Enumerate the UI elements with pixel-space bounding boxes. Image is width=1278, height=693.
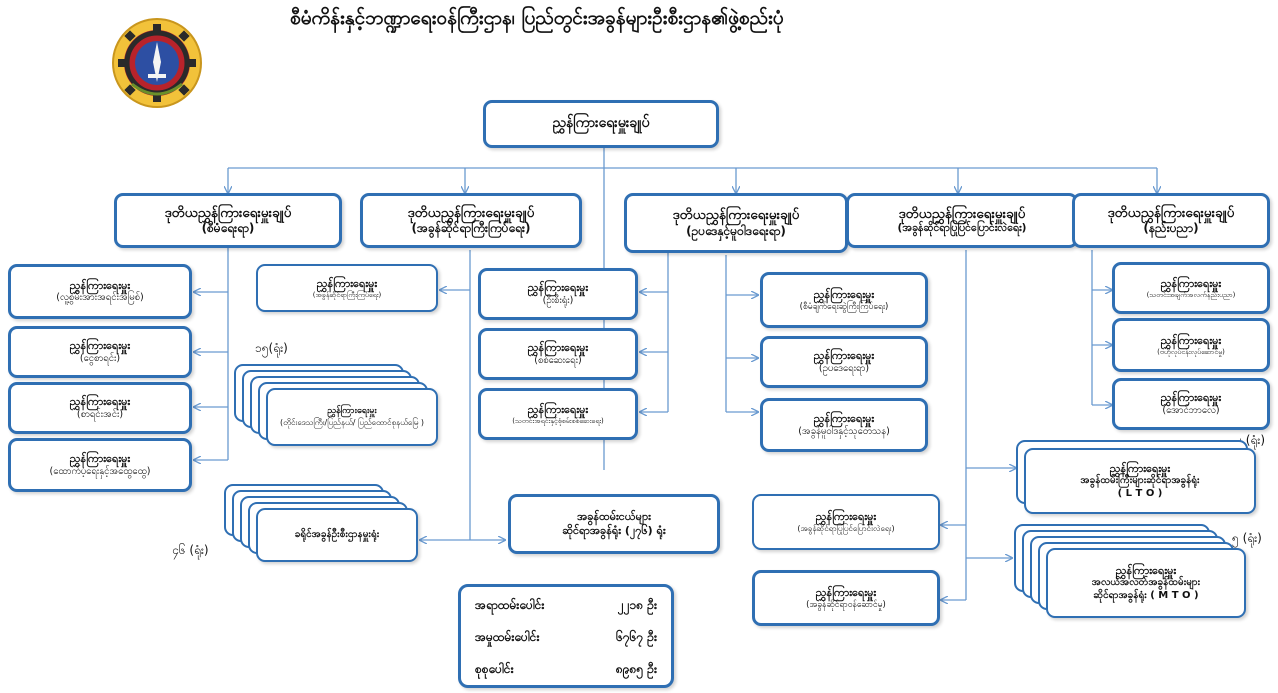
deputy-dg-supervision: ဒုတိယညွှန်ကြားရေးမှူးချုပ် (အခွန်ဆိုင်ရာ… <box>360 193 582 248</box>
director-central-processing: ညွှန်ကြားရေးမှူး (ဗဟိုလုပ်ငန်းလုပ်ဆောင်မ… <box>1112 318 1270 372</box>
deputy-title: ဒုတိယညွှန်ကြားရေးမှူးချုပ် <box>407 204 535 221</box>
director-hr: ညွှန်ကြားရေးမှူး (လူ့စွမ်းအားအရင်းအမြစ်) <box>8 264 192 319</box>
director-accounts: ညွှန်ကြားရေးမှူး (ငွေစာရင်း) <box>8 326 192 378</box>
director-sub: (ငွေစာရင်း) <box>79 352 121 364</box>
director-sub: (စစ်ဆေးရေး) <box>534 354 582 366</box>
small-taxpayer-office: အခွန်ထမ်းငယ်များ ဆိုင်ရာအခွန်ရုံး (၂၇၆) … <box>508 494 720 554</box>
summary-label: အရာထမ်းပေါင်း <box>475 598 545 612</box>
region-office-count: ၁၅(ရုံး) <box>255 341 288 355</box>
director-statistics: ညွှန်ကြားရေးမှူး (စာရင်းအင်း) <box>8 382 192 434</box>
mto-office: ညွှန်ကြားရေးမှူး အလယ်အလတ်အခွန်ထမ်းများ ဆ… <box>1046 548 1246 618</box>
department-logo <box>112 18 202 108</box>
director-title: ညွှန်ကြားရေးမှူး <box>69 395 131 409</box>
director-tax-supervision: ညွှန်ကြားရေးမှူး (အခွန်ဆိုင်ရာကြီးကြပ်ရေ… <box>256 264 438 312</box>
director-title: ညွှန်ကြားရေးမှူး <box>69 339 131 353</box>
director-planning: ညွှန်ကြားရေးမှူး (စီမံချက်ရေးဆွဲကြီးကြပ်… <box>760 272 928 328</box>
director-title: ညွှန်ကြားရေးမှူး <box>316 276 378 290</box>
district-office-count: ၄၆ (ရုံး) <box>172 543 209 557</box>
deputy-sub: (အခွန်ဆိုင်ရာကြီးကြပ်ရေး) <box>411 221 531 236</box>
director-sub: (စီမံချက်ရေးဆွဲကြီးကြပ်ရေး) <box>799 301 889 312</box>
small-office-line1: အခွန်ထမ်းငယ်များ <box>577 510 651 524</box>
small-office-line2: ဆိုင်ရာအခွန်ရုံး (၂၇၆) ရုံး <box>562 524 666 537</box>
director-title: ညွှန်ကြားရေးမှူး <box>1160 391 1222 405</box>
director-sub: (အခွန်ဆိုင်ရာပြုပြင်ပြောင်းလဲရေး) <box>797 523 895 533</box>
director-sub: (အခွန်မူဝါဒနှင့်သုတေသန) <box>798 425 890 437</box>
district-office-label: ခရိုင်အခွန်ဦးစီးဌာနမှူးရုံး <box>294 528 380 540</box>
director-title: ညွှန်ကြားရေးမှူး <box>69 278 131 292</box>
deputy-dg-admin: ဒုတိယညွှန်ကြားရေးမှူးချုပ် (စီမံရေးရာ) <box>114 193 342 248</box>
director-title: ညွှန်ကြားရေးမှူး <box>813 287 875 301</box>
director-title: ညွှန်ကြားရေးမှူး <box>815 585 877 599</box>
director-sub: (အောင်ဘာလေ) <box>1162 404 1220 416</box>
director-intelligence: ညွှန်ကြားရေးမှူး (သတင်းအရင်းနှင့်စုံစမ်း… <box>478 388 638 440</box>
deputy-title: ဒုတိယညွှန်ကြားရေးမှူးချုပ် <box>672 207 800 224</box>
deputy-sub: (စီမံရေးရာ) <box>201 221 255 236</box>
director-region-office: ညွှန်ကြားရေးမှူး (တိုင်းဒေသကြီး/ပြည်နယ်/… <box>266 388 438 446</box>
lto-line3: ( L T O ) <box>1117 487 1163 499</box>
director-head-office: ညွှန်ကြားရေးမှူး (ဦးစီးရုံး) <box>478 268 638 320</box>
lto-title: ညွှန်ကြားရေးမှူး <box>1109 461 1171 475</box>
deputy-title: ဒုတိယညွှန်ကြားရေးမှူးချုပ် <box>898 205 1026 222</box>
director-title: ညွှန်ကြားရေးမှူး <box>527 402 589 416</box>
director-sub: (သတင်းအချက်အလက်နည်းပညာ) <box>1146 290 1236 299</box>
lto-office: ညွှန်ကြားရေးမှူး အခွန်ထမ်းကြီးများဆိုင်ရ… <box>1024 448 1256 514</box>
summary-label: စုစုပေါင်း <box>475 662 514 676</box>
director-aungbarlay: ညွှန်ကြားရေးမှူး (အောင်ဘာလေ) <box>1112 378 1270 430</box>
director-it: ညွှန်ကြားရေးမှူး (သတင်းအချက်အလက်နည်းပညာ) <box>1112 262 1270 314</box>
director-audit: ညွှန်ကြားရေးမှူး (စစ်ဆေးရေး) <box>478 328 638 380</box>
director-sub: (အခွန်ဆိုင်ရာကြီးကြပ်ရေး) <box>312 290 382 299</box>
director-policy-research: ညွှန်ကြားရေးမှူး (အခွန်မူဝါဒနှင့်သုတေသန) <box>760 398 928 452</box>
director-title: ညွှန်ကြားရေးမှူး <box>527 281 589 295</box>
deputy-sub: (အခွန်ဆိုင်ရာပြုပြင်ပြောင်းလဲရေး) <box>897 222 1027 235</box>
summary-value: ၈၉၈၅ ဦး <box>615 662 657 676</box>
director-title: ညွှန်ကြားရေးမှူး <box>813 349 875 363</box>
director-general-box: ညွှန်ကြားရေးမှူးချုပ် <box>483 100 719 148</box>
director-sub: (စာရင်းအင်း) <box>76 408 124 420</box>
lto-line2: အခွန်ထမ်းကြီးများဆိုင်ရာအခွန်ရုံး <box>1080 475 1200 487</box>
director-title: ညွှန်ကြားရေးမှူး <box>1160 333 1222 347</box>
mto-line3: ဆိုင်ရာအခွန်ရုံး ( M T O ) <box>1093 589 1199 601</box>
director-sub: (တိုင်းဒေသကြီး/ပြည်နယ်/ ပြည်ထောင်စုနယ်မြ… <box>280 417 424 427</box>
director-taxpayer-service: ညွှန်ကြားရေးမှူး (အခွန်ဆိုင်ရာဝန်ဆောင်မှ… <box>752 570 940 626</box>
staff-summary: အရာထမ်းပေါင်း ၂၂၁၈ ဦး အမှုထမ်းပေါင်း ၆၇၆… <box>458 584 674 688</box>
director-sub: (ထောက်ပံ့ရေးနှင့်အထွေထွေ) <box>49 465 151 477</box>
deputy-dg-tech: ဒုတိယညွှန်ကြားရေးမှူးချုပ် (နည်းပညာ) <box>1072 193 1270 248</box>
summary-row-staff: အမှုထမ်းပေါင်း ၆၇၆၇ ဦး <box>475 625 657 651</box>
mto-line2: အလယ်အလတ်အခွန်ထမ်းများ <box>1091 577 1201 589</box>
director-sub: (လူ့စွမ်းအားအရင်းအမြစ်) <box>56 292 144 304</box>
director-sub: (ဥပဒေရေးရာ) <box>818 362 870 374</box>
deputy-dg-reform: ဒုတိယညွှန်ကြားရေးမှူးချုပ် (အခွန်ဆိုင်ရာ… <box>846 193 1078 248</box>
deputy-dg-law: ဒုတိယညွှန်ကြားရေးမှူးချုပ် (ဥပဒေနှင့်မူဝ… <box>624 193 848 253</box>
summary-value: ၆၇၆၇ ဦး <box>616 630 657 644</box>
director-title: ညွှန်ကြားရေးမှူး <box>69 452 131 466</box>
director-title: ညွှန်ကြားရေးမှူး <box>1160 276 1222 290</box>
deputy-sub: (နည်းပညာ) <box>1143 221 1199 236</box>
summary-row-total: စုစုပေါင်း ၈၉၈၅ ဦး <box>475 657 657 683</box>
deputy-sub: (ဥပဒေနှင့်မူဝါဒရေးရာ) <box>686 223 786 238</box>
mto-office-count: ၅ (ရုံး) <box>1232 531 1262 545</box>
director-legal: ညွှန်ကြားရေးမှူး (ဥပဒေရေးရာ) <box>760 336 928 388</box>
director-sub: (အခွန်ဆိုင်ရာဝန်ဆောင်မှု) <box>806 599 886 610</box>
mto-title: ညွှန်ကြားရေးမှူး <box>1115 563 1177 577</box>
summary-label: အမှုထမ်းပေါင်း <box>475 630 540 644</box>
director-title: ညွှန်ကြားရေးမှူး <box>527 341 589 355</box>
director-sub: (ဦးစီးရုံး) <box>542 294 574 306</box>
deputy-title: ဒုတိယညွှန်ကြားရေးမှူးချုပ် <box>164 204 292 221</box>
director-sub: (ဗဟိုလုပ်ငန်းလုပ်ဆောင်မှု) <box>1157 347 1225 356</box>
director-title: ညွှန်ကြားရေးမှူး <box>327 406 377 417</box>
director-general-label: ညွှန်ကြားရေးမှူးချုပ် <box>552 115 650 132</box>
director-title: ညွှန်ကြားရေးမှူး <box>813 412 875 426</box>
director-title: ညွှန်ကြားရေးမှူး <box>815 510 877 524</box>
director-supply: ညွှန်ကြားရေးမှူး (ထောက်ပံ့ရေးနှင့်အထွေထွ… <box>8 438 192 492</box>
summary-row-officers: အရာထမ်းပေါင်း ၂၂၁၈ ဦး <box>475 593 657 619</box>
district-office-box: ခရိုင်အခွန်ဦးစီးဌာနမှူးရုံး <box>256 508 418 562</box>
director-sub: (သတင်းအရင်းနှင့်စုံစမ်းစစ်ဆေးရေး) <box>512 416 604 425</box>
deputy-title: ဒုတိယညွှန်ကြားရေးမှူးချုပ် <box>1107 204 1235 221</box>
summary-value: ၂၂၁၈ ဦး <box>617 598 657 612</box>
page-title: စီမံကိန်းနှင့်ဘဏ္ဍာရေးဝန်ကြီးဌာန၊ ပြည်တွ… <box>290 7 784 29</box>
director-reform: ညွှန်ကြားရေးမှူး (အခွန်ဆိုင်ရာပြုပြင်ပြေ… <box>752 494 940 550</box>
